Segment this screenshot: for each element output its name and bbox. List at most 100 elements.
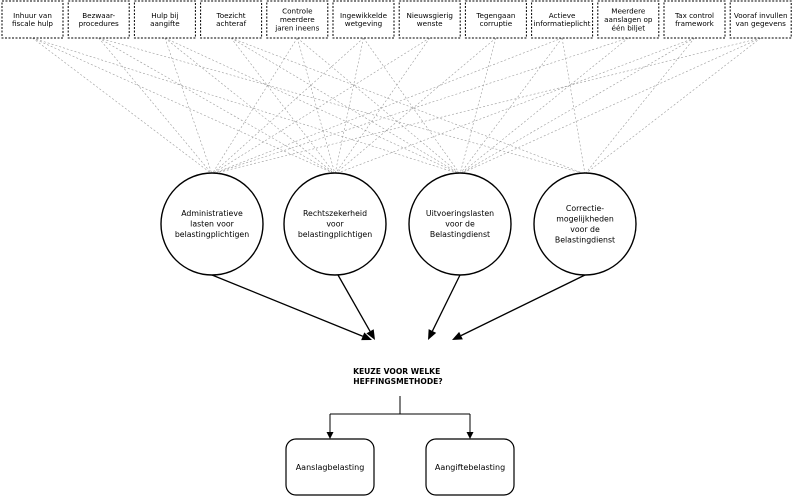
criteria-arrow xyxy=(337,274,375,340)
factor-link xyxy=(164,37,336,175)
label-line: één biljet xyxy=(612,23,646,32)
method-box xyxy=(425,438,515,496)
label-line: voor xyxy=(326,220,344,229)
factor-link xyxy=(297,37,336,175)
factor-box-frame xyxy=(200,0,263,39)
factor-box-frame xyxy=(729,0,792,39)
label-line: Rechtszekerheid xyxy=(303,209,367,218)
method-aangifte: Aangiftebelasting xyxy=(425,438,515,496)
decision-question: KEUZE VOOR WELKE HEFFINGSMETHODE? xyxy=(353,367,443,386)
factor-links xyxy=(32,37,761,175)
factor-link xyxy=(459,37,563,175)
factor-link xyxy=(230,37,461,175)
factor-link xyxy=(32,37,213,175)
arrow-shaft xyxy=(431,274,461,332)
label-line: lasten voor xyxy=(190,220,234,229)
factor-link xyxy=(211,37,563,175)
factor-box-frame xyxy=(1,0,64,39)
label-line: Correctie- xyxy=(566,204,604,213)
label-line: framework xyxy=(675,19,715,28)
arrow-shaft xyxy=(460,274,586,337)
label-line: mogelijkheden xyxy=(556,214,614,223)
method-aanslag: Aanslagbelasting xyxy=(285,438,375,496)
label-line: informatieplicht xyxy=(534,19,591,28)
factor-link xyxy=(98,37,213,175)
factor-link xyxy=(561,37,586,175)
factor-link xyxy=(211,37,364,175)
factor-link xyxy=(211,37,761,175)
label-line: aangifte xyxy=(150,19,180,28)
factor-box-frame xyxy=(597,0,660,39)
factor-link xyxy=(98,37,336,175)
label-line: Toezicht xyxy=(216,11,246,20)
label-line: meerdere xyxy=(280,15,315,24)
label-line: fiscale hulp xyxy=(12,19,53,28)
label-line: voor de xyxy=(570,225,600,234)
factor-box-frame xyxy=(133,0,196,39)
factor-link xyxy=(230,37,336,175)
method-box xyxy=(285,438,375,496)
factor-link xyxy=(363,37,461,175)
factor-box-frame xyxy=(266,0,329,39)
method-row: Aanslagbelasting Aangiftebelasting xyxy=(285,438,515,496)
criteria-arrow xyxy=(428,274,461,340)
criterion-circle-shape xyxy=(283,172,387,276)
factor-link xyxy=(211,37,430,175)
criterion-circle-shape xyxy=(408,172,512,276)
label-line: Nieuwsgierig xyxy=(406,11,452,20)
factor-box-frame xyxy=(663,0,726,39)
factor-link xyxy=(334,37,364,175)
label-text: Bezwaar-procedures xyxy=(79,11,119,28)
label-line: Controle xyxy=(282,7,313,16)
label-line: Actieve xyxy=(549,11,576,20)
criterion-circle-shape xyxy=(160,172,264,276)
label-line: wetgeving xyxy=(345,19,382,28)
label-line: Bezwaar- xyxy=(82,11,115,20)
label-line: Administratieve xyxy=(181,209,243,218)
factor-box-frame xyxy=(531,0,594,39)
label-line: Vooraf invullen xyxy=(734,11,788,20)
label-line: Meerdere xyxy=(611,7,646,16)
label-line: wenste xyxy=(417,19,443,28)
factor-link xyxy=(459,37,497,175)
factor-link xyxy=(459,37,629,175)
arrowhead xyxy=(361,332,372,341)
factor-link xyxy=(211,37,298,175)
factor-link xyxy=(32,37,461,175)
label-line: Belastingdienst xyxy=(430,230,490,239)
factor-link xyxy=(584,37,695,175)
method-label: Aangiftebelasting xyxy=(435,463,505,472)
factor-link xyxy=(334,37,695,175)
factor-link xyxy=(459,37,761,175)
criteria-arrow xyxy=(452,274,586,340)
factor-link xyxy=(230,37,586,175)
factor-box: Bezwaar-procedures xyxy=(67,0,130,39)
factor-link xyxy=(297,37,461,175)
criteria-arrow xyxy=(211,274,372,341)
factor-link xyxy=(164,37,213,175)
label-line: procedures xyxy=(79,19,119,28)
